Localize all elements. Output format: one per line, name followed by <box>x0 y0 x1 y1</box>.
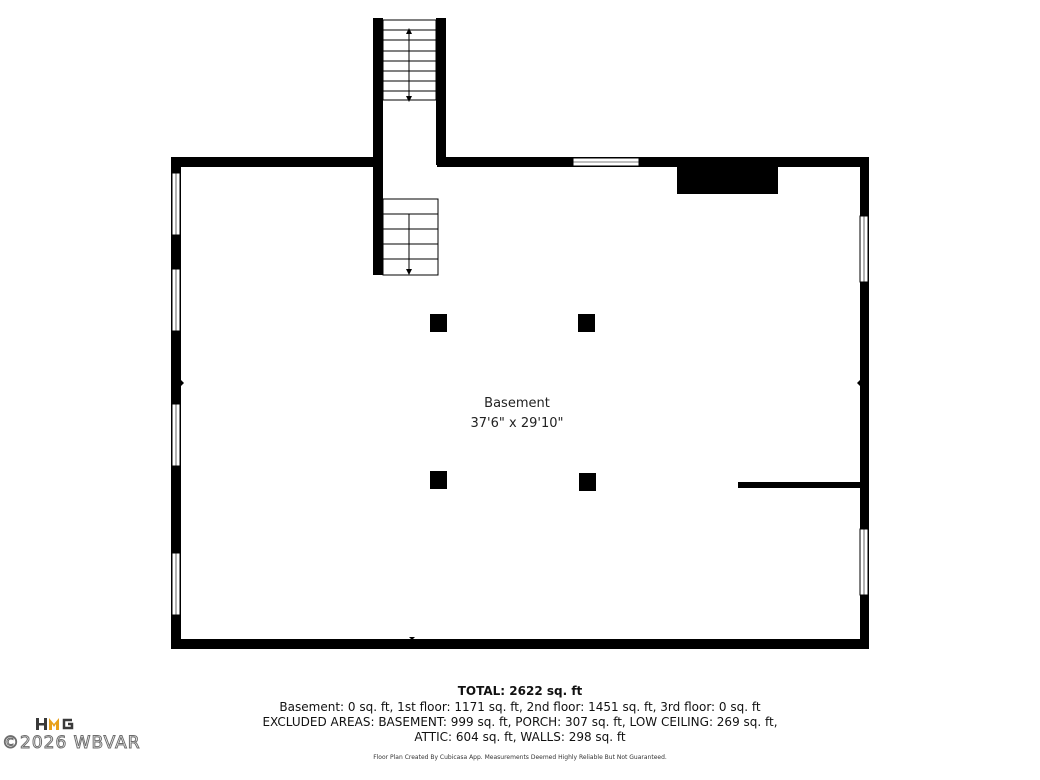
exterior-walls <box>171 18 869 649</box>
hmg-logo-icon <box>36 718 74 730</box>
room-name: Basement <box>484 396 550 411</box>
chimney-block <box>677 165 778 194</box>
floor-plan-credit: Floor Plan Created By Cubicasa App. Meas… <box>373 754 667 761</box>
watermark: ©2026 WBVAR <box>2 716 152 756</box>
room-dimensions: 37'6" x 29'10" <box>470 416 564 431</box>
basement-stair-arrow-icon <box>406 269 412 275</box>
total-area: TOTAL: 2622 sq. ft <box>457 684 583 698</box>
stair-arrow-up-icon <box>406 28 412 34</box>
column <box>579 473 596 491</box>
copyright-watermark: ©2026 WBVAR <box>2 733 141 754</box>
windows <box>171 157 869 616</box>
wall-left <box>171 157 181 649</box>
stairwell-wall-right <box>436 18 446 165</box>
stairwell-wall-left <box>373 18 383 275</box>
wall-bottom <box>171 639 869 649</box>
column <box>430 471 447 489</box>
stair-arrow-down-icon <box>406 96 412 102</box>
floor-areas: Basement: 0 sq. ft, 1st floor: 1171 sq. … <box>279 700 761 714</box>
basement-stairs <box>382 198 439 276</box>
column <box>578 314 595 332</box>
attic-walls-areas: ATTIC: 604 sq. ft, WALLS: 298 sq. ft <box>414 730 626 744</box>
interior-partition <box>738 482 862 488</box>
wall-right <box>860 157 869 649</box>
wall-markers <box>181 380 860 640</box>
support-columns <box>430 314 596 491</box>
wall-top-left <box>171 157 380 167</box>
excluded-areas: EXCLUDED AREAS: BASEMENT: 999 sq. ft, PO… <box>262 715 778 729</box>
floor-plan <box>171 18 869 649</box>
column <box>430 314 447 332</box>
wall-top-right <box>437 157 869 167</box>
